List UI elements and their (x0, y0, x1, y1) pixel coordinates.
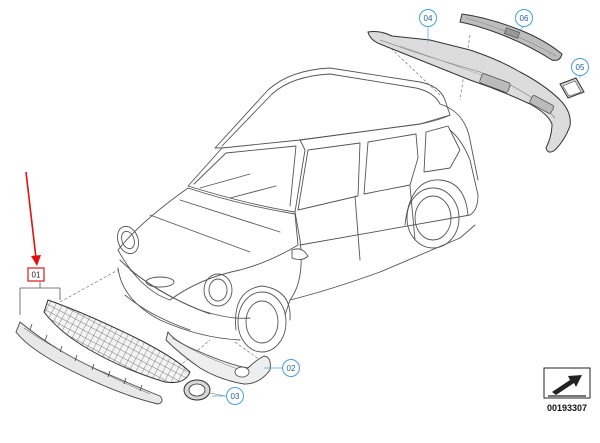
callout-02[interactable]: 02 (264, 359, 300, 377)
callout-03-label: 03 (231, 392, 240, 401)
callout-06-ring (515, 9, 533, 27)
callout-01-box (27, 267, 45, 282)
callout-05-ring (571, 58, 589, 76)
direction-arrow-icon (552, 375, 582, 395)
callout-01-label: 01 (32, 271, 41, 280)
callout-06[interactable]: 06 (515, 9, 533, 33)
callout-02-ring (282, 359, 300, 377)
callout-05[interactable]: 05 (571, 58, 589, 79)
callout-02-label: 02 (287, 364, 296, 373)
callout-01[interactable]: 01 (27, 267, 45, 282)
part-05-reflector (559, 77, 585, 99)
callout-05-label: 05 (576, 63, 585, 72)
callout-04-label: 04 (424, 14, 433, 23)
part-01-bracket (19, 282, 61, 315)
callout-06-label: 06 (520, 14, 529, 23)
part-06-rear-trim (459, 13, 563, 61)
diagram-id-badge: 00193307 (543, 367, 591, 413)
callout-03-ring (226, 387, 244, 405)
callout-04[interactable]: 04 (419, 9, 437, 43)
part-01-front-grille (15, 282, 191, 405)
callout-03[interactable]: 03 (212, 387, 244, 405)
part-04-rear-diffuser (367, 31, 571, 153)
car-body-illustration (117, 67, 479, 353)
part-03-fog-ring (183, 379, 226, 401)
part-02-front-spoiler (165, 330, 271, 385)
highlight-arrow (25, 171, 41, 266)
callout-04-ring (419, 9, 437, 27)
diagram-id: 00193307 (547, 403, 587, 413)
